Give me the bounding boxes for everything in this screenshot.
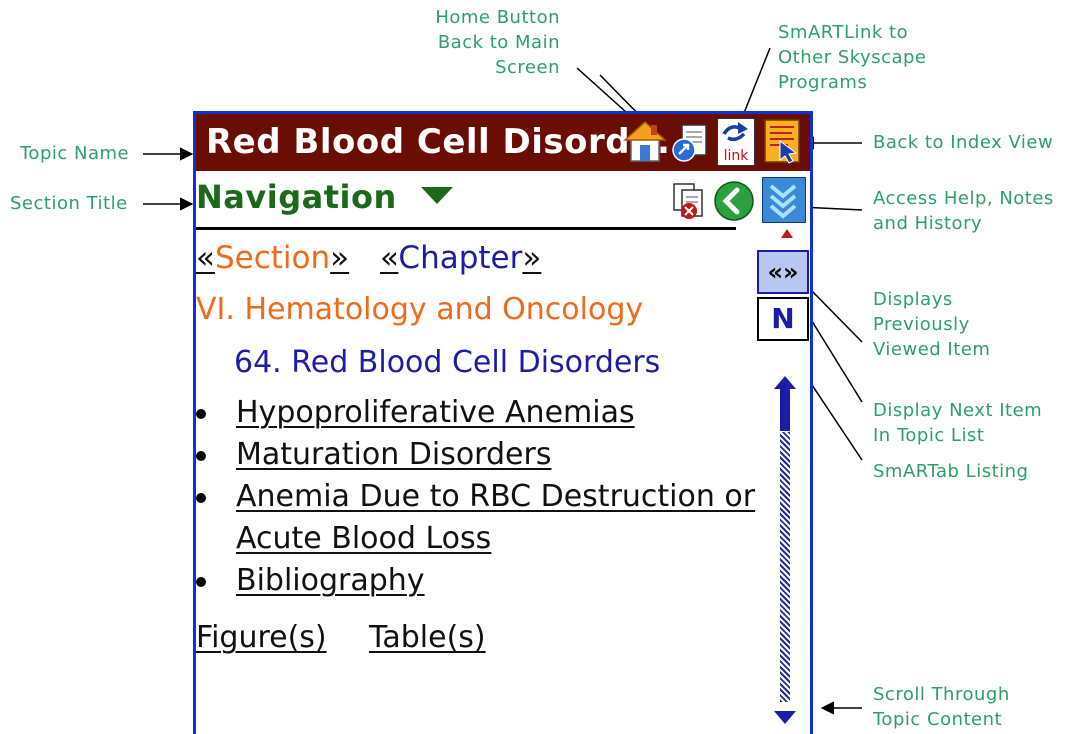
annotation-access-help: Access Help, Notes and History <box>873 188 1054 234</box>
chapter-next-link[interactable]: » <box>522 240 542 276</box>
figures-link-label[interactable]: Figure(s) <box>196 620 327 655</box>
index-view-icon[interactable] <box>762 117 802 165</box>
home-icon[interactable] <box>623 119 667 165</box>
scroll-thumb[interactable] <box>780 389 790 431</box>
list-item[interactable]: Maturation Disorders <box>196 434 756 476</box>
scroll-down-icon[interactable] <box>774 711 796 724</box>
annotation-smartlink: SmARTLink to Other Skyscape Programs <box>778 22 927 93</box>
link-icon[interactable]: link <box>717 118 755 166</box>
list-item[interactable]: Anemia Due to RBC Destruction or Acute B… <box>196 476 756 560</box>
list-item-label[interactable]: Anemia Due to RBC Destruction or Acute B… <box>236 479 756 556</box>
back-icon[interactable] <box>713 180 755 222</box>
annotation-previously-viewed: Displays Previously Viewed Item <box>873 289 991 360</box>
annotation-home-button: Home Button Back to Main Screen <box>435 7 560 78</box>
annotation-topic-name: Topic Name <box>20 143 130 164</box>
chapter-navigation: «Chapter» <box>380 238 541 278</box>
header-divider <box>196 227 736 230</box>
smartlink-icon[interactable] <box>670 122 712 164</box>
next-item-button[interactable]: N <box>757 297 809 341</box>
list-item-label[interactable]: Bibliography <box>236 563 425 598</box>
section-prev-link[interactable]: « <box>196 240 215 276</box>
leader-smartlink <box>741 47 771 119</box>
help-icon[interactable] <box>762 177 806 223</box>
list-item-label[interactable]: Hypoproliferative Anemias <box>236 395 635 430</box>
bullet <box>196 493 206 503</box>
section-title[interactable]: Navigation <box>196 178 397 216</box>
scroll-up-small-icon[interactable] <box>781 229 793 238</box>
list-item-label[interactable]: Maturation Disorders <box>236 437 552 472</box>
topic-title-bar: Red Blood Cell Disord... <box>196 114 810 171</box>
link-icon-label: link <box>723 148 749 164</box>
next-item-label: N <box>771 302 795 335</box>
tables-link[interactable]: Table(s) <box>369 618 486 658</box>
device-screen: Red Blood Cell Disord... link <box>193 111 813 734</box>
list-item[interactable]: Bibliography <box>196 560 756 602</box>
section-navigation: «Section» <box>196 238 349 278</box>
annotation-scroll: Scroll Through Topic Content <box>873 684 1010 730</box>
topic-title: Red Blood Cell Disord... <box>206 122 671 162</box>
annotation-next-item: Display Next Item In Topic List <box>873 400 1043 446</box>
bullet <box>196 451 206 461</box>
bullet <box>196 409 206 419</box>
smartab-label: «» <box>767 258 799 286</box>
figures-link[interactable]: Figure(s) <box>196 618 327 658</box>
part-heading: VI. Hematology and Oncology <box>196 292 644 327</box>
chapter-nav-label: Chapter <box>398 240 523 276</box>
bullet <box>196 577 206 587</box>
scroll-track[interactable] <box>780 432 790 702</box>
scroll-up-icon[interactable] <box>774 376 796 389</box>
annotation-section-title: Section Title <box>10 193 128 214</box>
section-dropdown-icon[interactable] <box>421 187 453 204</box>
list-item[interactable]: Hypoproliferative Anemias <box>196 392 756 434</box>
tables-link-label[interactable]: Table(s) <box>369 620 486 655</box>
smartab-button[interactable]: «» <box>757 250 809 294</box>
section-nav-label: Section <box>214 240 331 276</box>
topic-list: Hypoproliferative Anemias Maturation Dis… <box>196 392 756 602</box>
section-next-link[interactable]: » <box>330 240 350 276</box>
annotation-smartab: SmARTab Listing <box>873 461 1029 482</box>
annotation-back-to-index: Back to Index View <box>873 132 1054 153</box>
notes-icon[interactable] <box>670 182 710 222</box>
chapter-prev-link[interactable]: « <box>380 240 399 276</box>
chapter-heading: 64. Red Blood Cell Disorders <box>234 345 661 380</box>
